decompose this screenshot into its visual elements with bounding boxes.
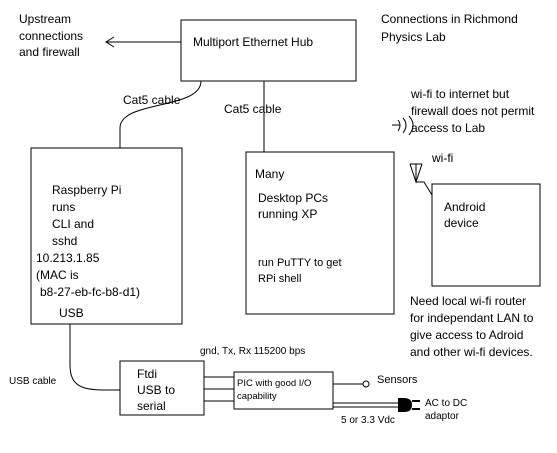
upstream-arrow xyxy=(105,36,181,48)
svg-text:and other wi-fi devices.: and other wi-fi devices. xyxy=(410,345,533,359)
desktop-pcs-box xyxy=(245,151,395,315)
power-wires xyxy=(333,402,398,408)
android-label-2: device xyxy=(444,216,479,230)
antenna-icon xyxy=(409,163,423,184)
plug-icon xyxy=(398,398,420,412)
upstream-label: Upstream connections and firewall xyxy=(19,12,83,59)
svg-text:Many: Many xyxy=(255,167,284,181)
usb-cable xyxy=(69,324,121,391)
svg-text:Need local wi-fi router: Need local wi-fi router xyxy=(410,294,526,308)
svg-text:(MAC is: (MAC is xyxy=(36,268,79,282)
pic-label-2: capability xyxy=(237,391,277,402)
sensor-terminal xyxy=(362,380,370,388)
svg-text:running XP: running XP xyxy=(258,207,317,221)
wifi-internet-note: wi-fi to internet but firewall does not … xyxy=(410,87,535,135)
diagram-title: Connections in Richmond Physics Lab xyxy=(381,12,518,44)
router-note: Need local wi-fi router for independant … xyxy=(410,294,534,359)
svg-text:RPi shell: RPi shell xyxy=(258,273,301,285)
adaptor-label-2: adaptor xyxy=(425,411,460,422)
ftdi-box xyxy=(119,360,205,416)
ftdi-label-3: serial xyxy=(137,399,166,413)
android-device-box xyxy=(431,183,541,287)
serial-params-label: gnd, Tx, Rx 115200 bps xyxy=(200,346,305,357)
adaptor-label-1: AC to DC xyxy=(425,398,467,409)
voltage-label: 5 or 3.3 Vdc xyxy=(341,415,395,426)
ethernet-hub-box xyxy=(180,19,357,82)
android-label-1: Android xyxy=(444,200,485,214)
svg-text:access to Lab: access to Lab xyxy=(411,121,485,135)
wifi-signal-icon xyxy=(392,115,414,136)
svg-text:for independant LAN to: for independant LAN to xyxy=(410,311,534,325)
svg-text:sshd: sshd xyxy=(52,234,77,248)
svg-text:10.213.1.85: 10.213.1.85 xyxy=(36,251,100,265)
svg-text:b8-27-eb-fc-b8-d1): b8-27-eb-fc-b8-d1) xyxy=(40,285,140,299)
svg-text:CLI and: CLI and xyxy=(52,217,94,231)
svg-text:run PuTTY to get: run PuTTY to get xyxy=(258,257,342,269)
pi-usb-label: USB xyxy=(59,306,84,320)
ftdi-label-2: USB to xyxy=(137,383,175,397)
cat5-label-mid: Cat5 cable xyxy=(224,102,282,116)
sensors-label: Sensors xyxy=(377,374,418,386)
antenna-wire xyxy=(416,181,433,196)
svg-text:and firewall: and firewall xyxy=(19,45,80,59)
title-line-1: Connections in Richmond xyxy=(381,12,518,26)
usb-cable-label: USB cable xyxy=(9,376,57,387)
svg-text:Upstream: Upstream xyxy=(19,12,71,26)
svg-text:Desktop PCs: Desktop PCs xyxy=(258,191,328,205)
pic-label-1: PIC with good I/O xyxy=(237,378,311,389)
cat5-cable-to-pi xyxy=(119,80,202,148)
ftdi-label-1: Ftdi xyxy=(137,367,157,381)
ethernet-hub-label: Multiport Ethernet Hub xyxy=(193,35,313,49)
svg-text:firewall does not permit: firewall does not permit xyxy=(411,104,535,118)
svg-text:connections: connections xyxy=(19,29,83,43)
svg-text:wi-fi to internet but: wi-fi to internet but xyxy=(410,87,510,101)
raspberry-pi-box xyxy=(30,147,183,325)
serial-wires xyxy=(204,376,234,402)
cat5-label-left: Cat5 cable xyxy=(123,93,181,107)
title-line-2: Physics Lab xyxy=(381,30,446,44)
svg-text:Raspberry Pi: Raspberry Pi xyxy=(52,183,121,197)
svg-text:runs: runs xyxy=(52,200,75,214)
wifi-label: wi-fi xyxy=(431,151,453,165)
raspberry-pi-text: Raspberry Pi runs CLI and sshd 10.213.1.… xyxy=(36,183,140,299)
pic-box xyxy=(233,371,334,410)
svg-text:give access to Adroid: give access to Adroid xyxy=(410,328,523,342)
desktop-pcs-text: Many Desktop PCs running XP run PuTTY to… xyxy=(255,167,342,285)
